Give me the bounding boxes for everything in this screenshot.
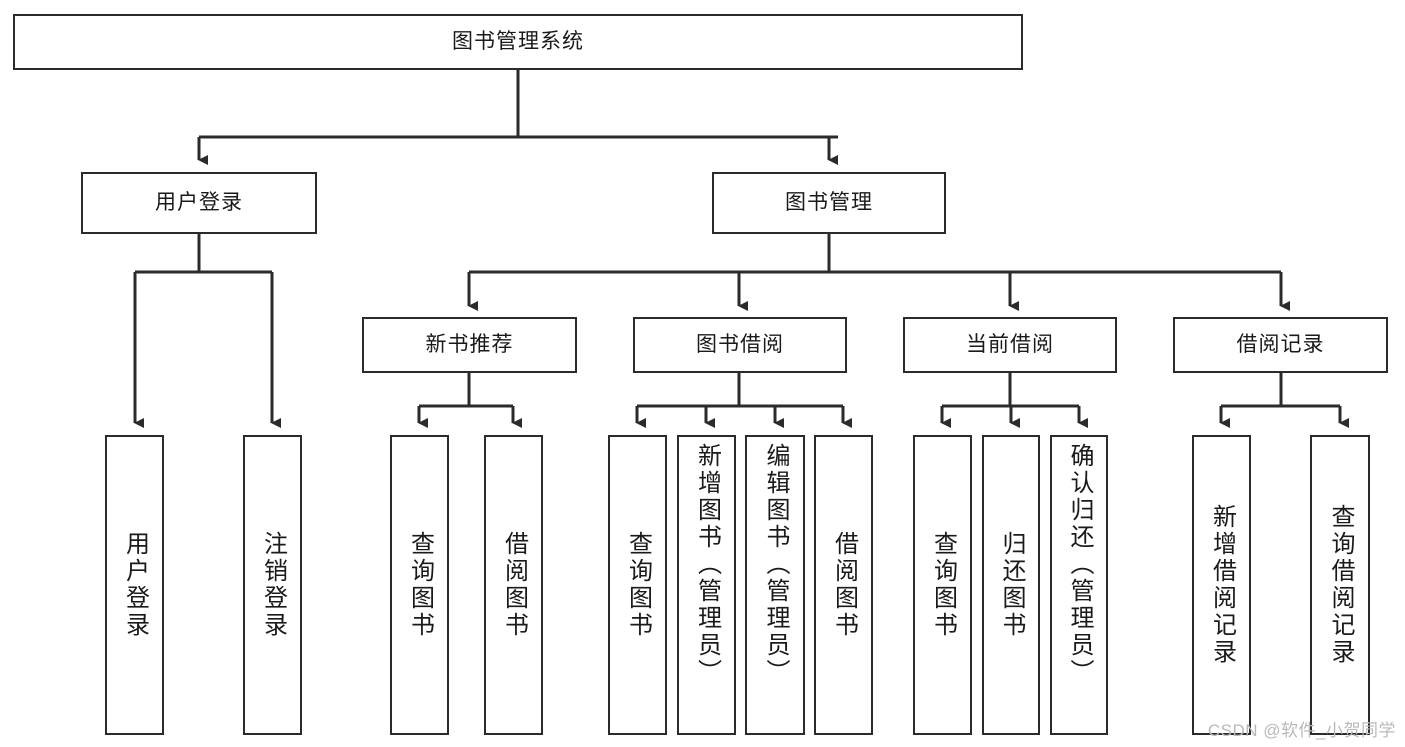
leaf-borrow-book-recommendation[interactable]: 借阅图书 <box>484 435 543 735</box>
node-label: 用户登录 <box>121 531 149 639</box>
leaf-query-book-current[interactable]: 查询图书 <box>913 435 972 735</box>
leaf-query-book-recommendation[interactable]: 查询图书 <box>390 435 449 735</box>
node-label: 确认归还（管理员） <box>1065 443 1093 686</box>
leaf-return-book[interactable]: 归还图书 <box>982 435 1040 735</box>
node-book-management[interactable]: 图书管理 <box>712 172 946 234</box>
node-label: 借阅图书 <box>830 531 858 639</box>
node-new-book-recommendation[interactable]: 新书推荐 <box>362 317 577 373</box>
node-label: 图书借阅 <box>696 333 784 357</box>
node-label: 查询图书 <box>929 531 957 639</box>
node-label: 新增图书（管理员） <box>693 443 721 686</box>
leaf-add-borrow-record[interactable]: 新增借阅记录 <box>1192 435 1251 735</box>
leaf-borrow-book-borrowing[interactable]: 借阅图书 <box>814 435 873 735</box>
node-label: 当前借阅 <box>966 333 1054 357</box>
node-label: 查询图书 <box>406 531 434 639</box>
node-label: 借阅记录 <box>1236 333 1325 357</box>
leaf-edit-book-admin[interactable]: 编辑图书（管理员） <box>745 435 805 735</box>
leaf-query-borrow-record[interactable]: 查询借阅记录 <box>1310 435 1370 735</box>
node-label: 编辑图书（管理员） <box>761 443 789 686</box>
node-label: 用户登录 <box>155 191 243 215</box>
leaf-add-book-admin[interactable]: 新增图书（管理员） <box>677 435 736 735</box>
leaf-logout-login[interactable]: 注销登录 <box>243 435 302 735</box>
node-label: 新增借阅记录 <box>1208 504 1236 666</box>
node-label: 查询借阅记录 <box>1326 504 1354 666</box>
node-label: 归还图书 <box>997 531 1025 639</box>
node-label: 图书管理 <box>785 191 873 215</box>
node-label: 图书管理系统 <box>452 30 584 54</box>
node-label: 借阅图书 <box>500 531 528 639</box>
node-current-borrowing[interactable]: 当前借阅 <box>903 317 1117 373</box>
leaf-confirm-return-admin[interactable]: 确认归还（管理员） <box>1050 435 1108 735</box>
leaf-query-book-borrowing[interactable]: 查询图书 <box>608 435 667 735</box>
node-borrow-records[interactable]: 借阅记录 <box>1173 317 1388 373</box>
leaf-user-login[interactable]: 用户登录 <box>105 435 164 735</box>
csdn-watermark: CSDN @软件_小贺同学 <box>1207 721 1396 740</box>
node-label: 查询图书 <box>624 531 652 639</box>
node-user-login[interactable]: 用户登录 <box>81 172 317 234</box>
node-label: 注销登录 <box>259 531 287 639</box>
node-label: 新书推荐 <box>425 333 514 357</box>
node-book-borrowing[interactable]: 图书借阅 <box>633 317 847 373</box>
node-root-book-management-system[interactable]: 图书管理系统 <box>13 14 1023 70</box>
